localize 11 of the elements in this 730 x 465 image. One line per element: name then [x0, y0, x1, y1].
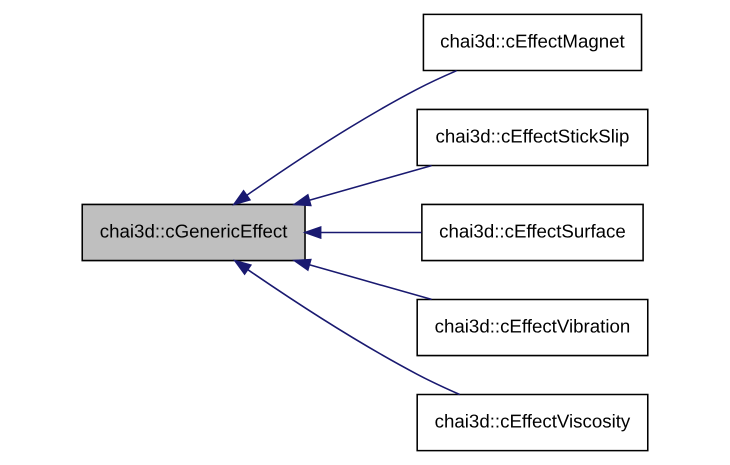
node-box: chai3d::cGenericEffect [81, 204, 306, 262]
arrow [232, 259, 460, 396]
arrow [292, 258, 432, 300]
arrow [302, 226, 422, 240]
arrow [292, 164, 432, 206]
arrow [232, 70, 457, 206]
node-box: chai3d::cEffectStickSlip [416, 108, 649, 166]
node-box: chai3d::cEffectViscosity [416, 394, 649, 452]
node-box: chai3d::cEffectSurface [421, 204, 644, 262]
node-box: chai3d::cEffectVibration [416, 298, 649, 356]
node-box: chai3d::cEffectMagnet [422, 14, 642, 72]
